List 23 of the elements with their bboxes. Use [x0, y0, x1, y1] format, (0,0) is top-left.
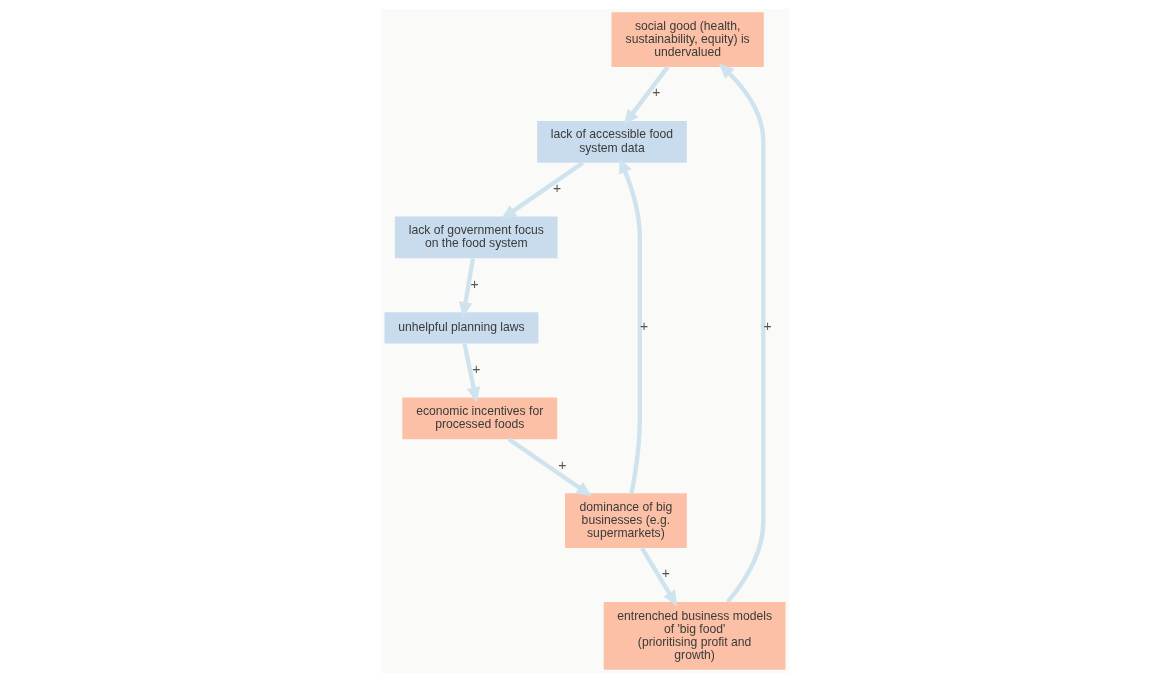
arrow [461, 343, 480, 403]
node-box: economic incentives for processed foods [401, 397, 557, 440]
node-box: social good (health, sustainability, equity) is undervalued [611, 12, 764, 67]
edge-label: + [469, 275, 479, 292]
edge-label: + [763, 318, 772, 335]
arrow [618, 157, 642, 494]
arrow [623, 65, 669, 126]
arrow [458, 258, 475, 318]
edge-label: + [557, 456, 566, 473]
edge-label: + [651, 84, 660, 101]
edge-label: + [639, 318, 648, 335]
edge-label: + [471, 360, 480, 377]
arrow [507, 437, 592, 497]
node-box: entrenched business models of 'big food' (prioritising profit and growth) [603, 602, 785, 670]
node-box: lack of government focus on the food system [394, 216, 558, 259]
node-box: lack of accessible food system data [536, 120, 687, 163]
node-box: unhelpful planning laws [384, 312, 538, 344]
edge-label: + [552, 179, 561, 196]
arrow [639, 547, 677, 607]
edge-label: + [661, 565, 670, 582]
node-box: dominance of big businesses (e.g. supermarkets) [564, 493, 687, 549]
arrow [500, 161, 584, 220]
arrow [718, 63, 765, 604]
